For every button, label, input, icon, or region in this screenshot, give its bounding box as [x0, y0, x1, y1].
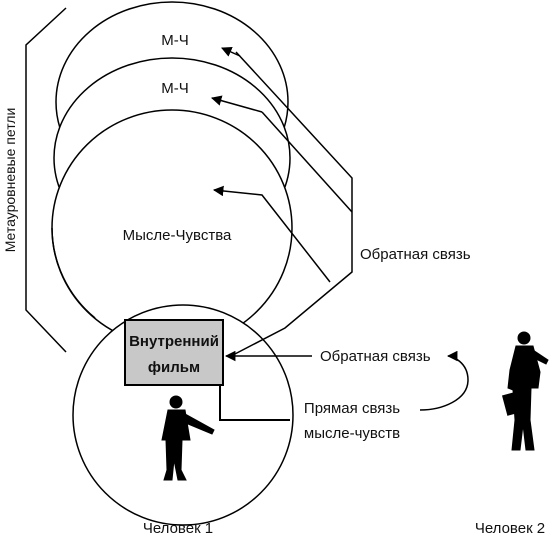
feedback-inner-label: Обратная связь — [320, 348, 431, 365]
circle-label-second: М-Ч — [161, 80, 189, 97]
direct-link-line — [219, 385, 290, 421]
person2-label: Человек 2 — [475, 520, 545, 537]
person2-figure-icon — [502, 331, 549, 451]
meta-loops-label: Метауровневые петли — [2, 108, 18, 253]
feedback-branch-main — [212, 185, 331, 283]
feedback-branch-top-arrow — [221, 47, 241, 57]
outer-feedback-bracket — [232, 51, 353, 356]
circle-label-main: Мысле-Чувства — [123, 227, 232, 244]
direct-link-line2: мысле-чувств — [304, 425, 400, 442]
person1-figure-icon — [161, 395, 215, 481]
thought-feeling-circle-lower-arc — [51, 227, 96, 319]
inner-film-line1: Внутренний — [129, 333, 219, 350]
person2-loop-arrow — [419, 350, 469, 411]
inner-film-line2: фильм — [148, 359, 200, 376]
direct-link-line1: Прямая связь — [304, 400, 400, 417]
circle-label-top: М-Ч — [161, 32, 189, 49]
feedback-branch-second-arrow — [210, 95, 263, 113]
feedback-branch-second — [261, 111, 353, 213]
meta-loops-bracket — [25, 7, 67, 353]
feedback-outer-label: Обратная связь — [360, 246, 471, 263]
inner-film-box — [124, 319, 224, 386]
person1-label: Человек 1 — [143, 520, 213, 537]
